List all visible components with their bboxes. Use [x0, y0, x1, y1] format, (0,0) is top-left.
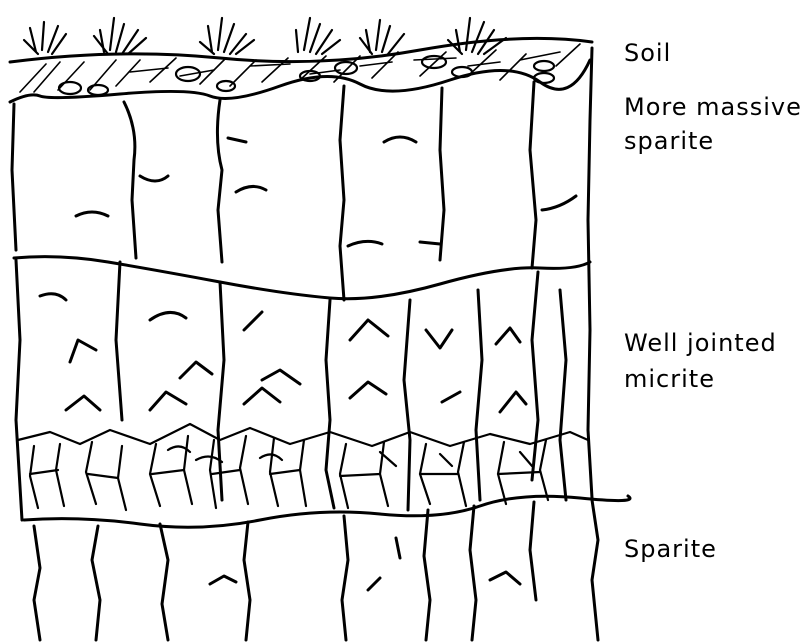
- label-sparite: Sparite: [624, 534, 717, 564]
- label-well-jointed-line2: micrite: [624, 364, 715, 394]
- micrite-sparite-boundary: [24, 496, 630, 527]
- label-more-massive-line2: sparite: [624, 126, 714, 156]
- micrite-layer: [16, 260, 566, 520]
- massive-sparite-layer: [12, 48, 592, 498]
- brecciated-zone: [18, 424, 588, 510]
- soil-layer: [10, 38, 592, 95]
- label-well-jointed-line1: Well jointed: [624, 328, 777, 358]
- label-soil: Soil: [624, 38, 671, 68]
- label-more-massive-line1: More massive: [624, 92, 800, 122]
